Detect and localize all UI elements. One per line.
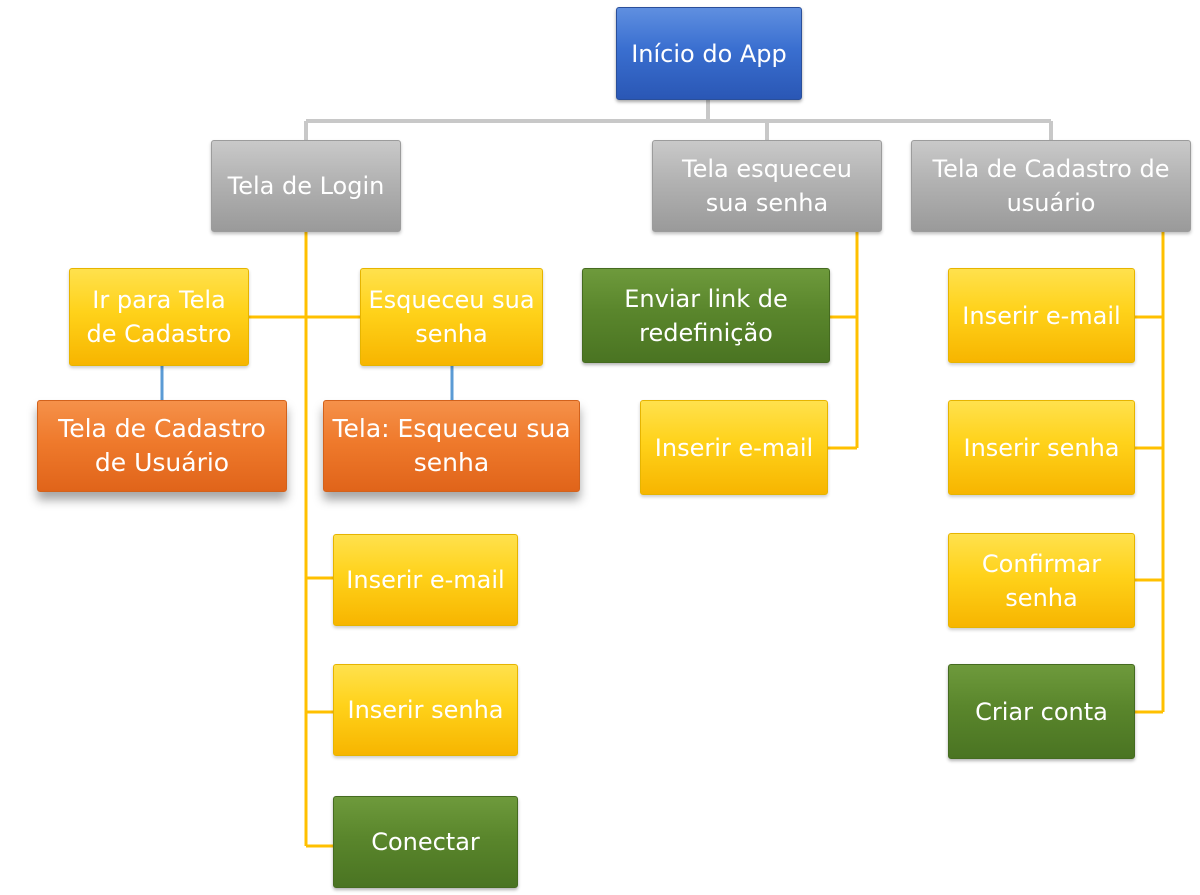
root-connectors: [304, 100, 1053, 140]
forgot-password-node: Esqueceu sua senha: [360, 268, 543, 366]
goto-signup-node: Ir para Tela de Cadastro: [69, 268, 249, 366]
blue-connectors: [160, 366, 454, 400]
forgot-email-node: Inserir e-mail: [640, 400, 828, 495]
connect-node: Conectar: [333, 796, 518, 888]
login-screen-node: Tela de Login: [211, 140, 401, 232]
confirm-password-node: Confirmar senha: [948, 533, 1135, 628]
forgot-screen-node: Tela esqueceu sua senha: [652, 140, 882, 232]
create-account-node: Criar conta: [948, 664, 1135, 759]
root-node: Início do App: [616, 7, 802, 100]
login-password-node: Inserir senha: [333, 664, 518, 756]
signup-email-node: Inserir e-mail: [948, 268, 1135, 363]
signup-screen-node: Tela de Cadastro de usuário: [911, 140, 1191, 232]
signup-screen-link-node: Tela de Cadastro de Usuário: [37, 400, 287, 492]
login-connectors: [248, 232, 360, 848]
forgot-connectors: [828, 232, 859, 450]
login-email-node: Inserir e-mail: [333, 534, 518, 626]
send-reset-link-node: Enviar link de redefinição: [582, 268, 830, 363]
signup-password-node: Inserir senha: [948, 400, 1135, 495]
signup-connectors: [1135, 232, 1165, 714]
forgot-screen-link-node: Tela: Esqueceu sua senha: [323, 400, 580, 492]
